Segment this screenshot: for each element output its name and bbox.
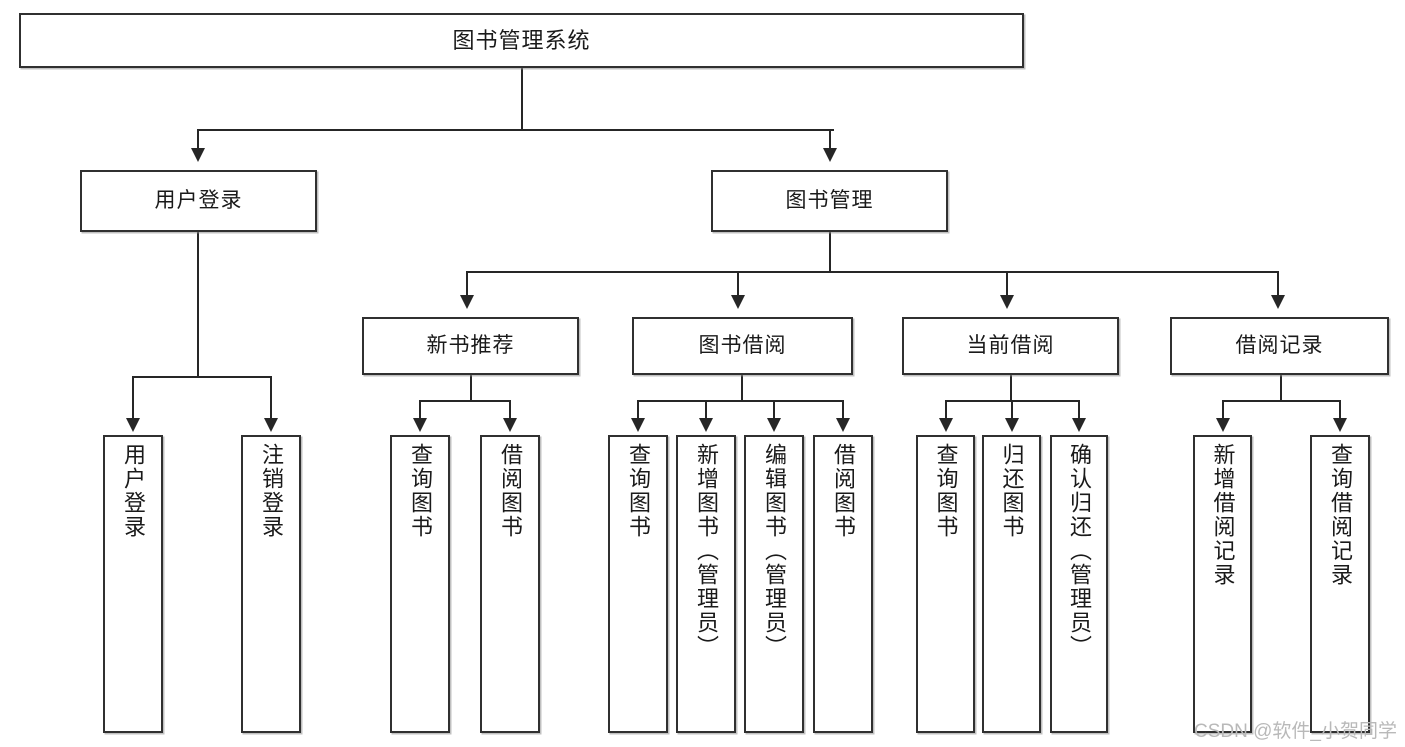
node-label: 借阅图书: [831, 443, 856, 539]
connector-root-drop-1: [197, 129, 199, 148]
leaf-return-book[interactable]: 归还图书: [982, 435, 1041, 733]
arrow-to-new-book-recommend: [460, 295, 474, 309]
arrow-to-leaf-query-book-3: [939, 418, 953, 432]
connector-borrow-drop-2: [705, 400, 707, 418]
leaf-query-borrow-record[interactable]: 查询借阅记录: [1310, 435, 1370, 733]
node-label: 用户登录: [154, 188, 243, 212]
node-label: 查询借阅记录: [1328, 443, 1353, 587]
connector-record-stem: [1280, 375, 1282, 401]
arrow-to-leaf-borrow-book-1: [503, 418, 517, 432]
arrow-to-leaf-return-book: [1005, 418, 1019, 432]
node-borrow-record[interactable]: 借阅记录: [1170, 317, 1389, 375]
node-label: 查询图书: [626, 443, 651, 539]
arrow-to-leaf-borrow-book-2: [836, 418, 850, 432]
connector-bookmgmt-drop-2: [737, 271, 739, 295]
leaf-borrow-book-recommend[interactable]: 借阅图书: [480, 435, 540, 733]
connector-record-drop-2: [1339, 400, 1341, 418]
node-current-borrow[interactable]: 当前借阅: [902, 317, 1119, 375]
node-root-book-management-system[interactable]: 图书管理系统: [19, 13, 1024, 68]
connector-current-drop-1: [945, 400, 947, 418]
connector-borrow-drop-4: [842, 400, 844, 418]
arrow-to-leaf-user-login: [126, 418, 140, 432]
connector-recommend-drop-1: [419, 400, 421, 418]
arrow-to-user-login: [191, 148, 205, 162]
connector-record-drop-1: [1222, 400, 1224, 418]
node-user-login[interactable]: 用户登录: [80, 170, 317, 232]
connector-bookmgmt-stem: [829, 232, 831, 272]
arrow-to-leaf-confirm-return: [1072, 418, 1086, 432]
node-label: 借阅记录: [1235, 333, 1324, 357]
leaf-edit-book-admin[interactable]: 编辑图书（管理员）: [744, 435, 804, 733]
arrow-to-leaf-logout: [264, 418, 278, 432]
connector-userlogin-drop-1: [132, 376, 134, 418]
connector-recommend-drop-2: [509, 400, 511, 418]
leaf-confirm-return-admin[interactable]: 确认归还（管理员）: [1050, 435, 1108, 733]
connector-recommend-bus: [419, 400, 511, 402]
leaf-query-book-current[interactable]: 查询图书: [916, 435, 975, 733]
arrow-to-leaf-add-book: [699, 418, 713, 432]
leaf-add-book-admin[interactable]: 新增图书（管理员）: [676, 435, 736, 733]
connector-recommend-stem: [470, 375, 472, 401]
connector-userlogin-drop-2: [270, 376, 272, 418]
connector-borrow-drop-1: [637, 400, 639, 418]
connector-bookmgmt-bus: [466, 271, 1278, 273]
connector-userlogin-stem: [197, 232, 199, 377]
leaf-user-login[interactable]: 用户登录: [103, 435, 163, 733]
connector-current-drop-3: [1078, 400, 1080, 418]
connector-root-drop-2: [829, 129, 831, 148]
node-label: 当前借阅: [966, 333, 1055, 357]
leaf-logout[interactable]: 注销登录: [241, 435, 301, 733]
connector-bookmgmt-drop-4: [1277, 271, 1279, 295]
node-new-book-recommend[interactable]: 新书推荐: [362, 317, 579, 375]
arrow-to-current-borrow: [1000, 295, 1014, 309]
arrow-to-leaf-query-book-1: [413, 418, 427, 432]
leaf-query-book-borrow[interactable]: 查询图书: [608, 435, 668, 733]
arrow-to-leaf-edit-book: [767, 418, 781, 432]
connector-bookmgmt-drop-3: [1006, 271, 1008, 295]
node-label: 新增借阅记录: [1210, 443, 1236, 587]
arrow-to-leaf-query-record: [1333, 418, 1347, 432]
arrow-to-leaf-query-book-2: [631, 418, 645, 432]
connector-record-bus: [1222, 400, 1340, 402]
node-label: 确认归还（管理员）: [1067, 443, 1092, 659]
node-label: 图书管理系统: [452, 27, 591, 53]
connector-bookmgmt-drop-1: [466, 271, 468, 295]
node-label: 图书借阅: [698, 333, 787, 357]
node-label: 借阅图书: [498, 443, 523, 539]
arrow-to-borrow-record: [1271, 295, 1285, 309]
node-book-management[interactable]: 图书管理: [711, 170, 948, 232]
node-label: 图书管理: [785, 188, 874, 212]
node-label: 用户登录: [121, 443, 146, 539]
leaf-borrow-book[interactable]: 借阅图书: [813, 435, 873, 733]
leaf-query-book-recommend[interactable]: 查询图书: [390, 435, 450, 733]
connector-current-stem: [1010, 375, 1012, 401]
arrow-to-leaf-add-record: [1216, 418, 1230, 432]
node-label: 注销登录: [259, 443, 284, 539]
connector-borrow-stem: [741, 375, 743, 401]
node-label: 查询图书: [933, 443, 959, 539]
arrow-to-book-management: [823, 148, 837, 162]
connector-userlogin-bus: [132, 376, 272, 378]
connector-root-stem: [521, 68, 523, 130]
node-label: 查询图书: [408, 443, 433, 539]
arrow-to-book-borrow: [731, 295, 745, 309]
leaf-add-borrow-record[interactable]: 新增借阅记录: [1193, 435, 1252, 733]
node-label: 新书推荐: [426, 333, 515, 357]
csdn-watermark: CSDN @软件_小贺同学: [1194, 721, 1397, 742]
connector-borrow-drop-3: [773, 400, 775, 418]
connector-borrow-bus: [637, 400, 844, 402]
node-label: 归还图书: [999, 443, 1025, 539]
connector-current-drop-2: [1011, 400, 1013, 418]
node-book-borrow[interactable]: 图书借阅: [632, 317, 853, 375]
connector-root-bus: [198, 129, 834, 131]
node-label: 编辑图书（管理员）: [762, 443, 787, 659]
node-label: 新增图书（管理员）: [694, 443, 719, 659]
